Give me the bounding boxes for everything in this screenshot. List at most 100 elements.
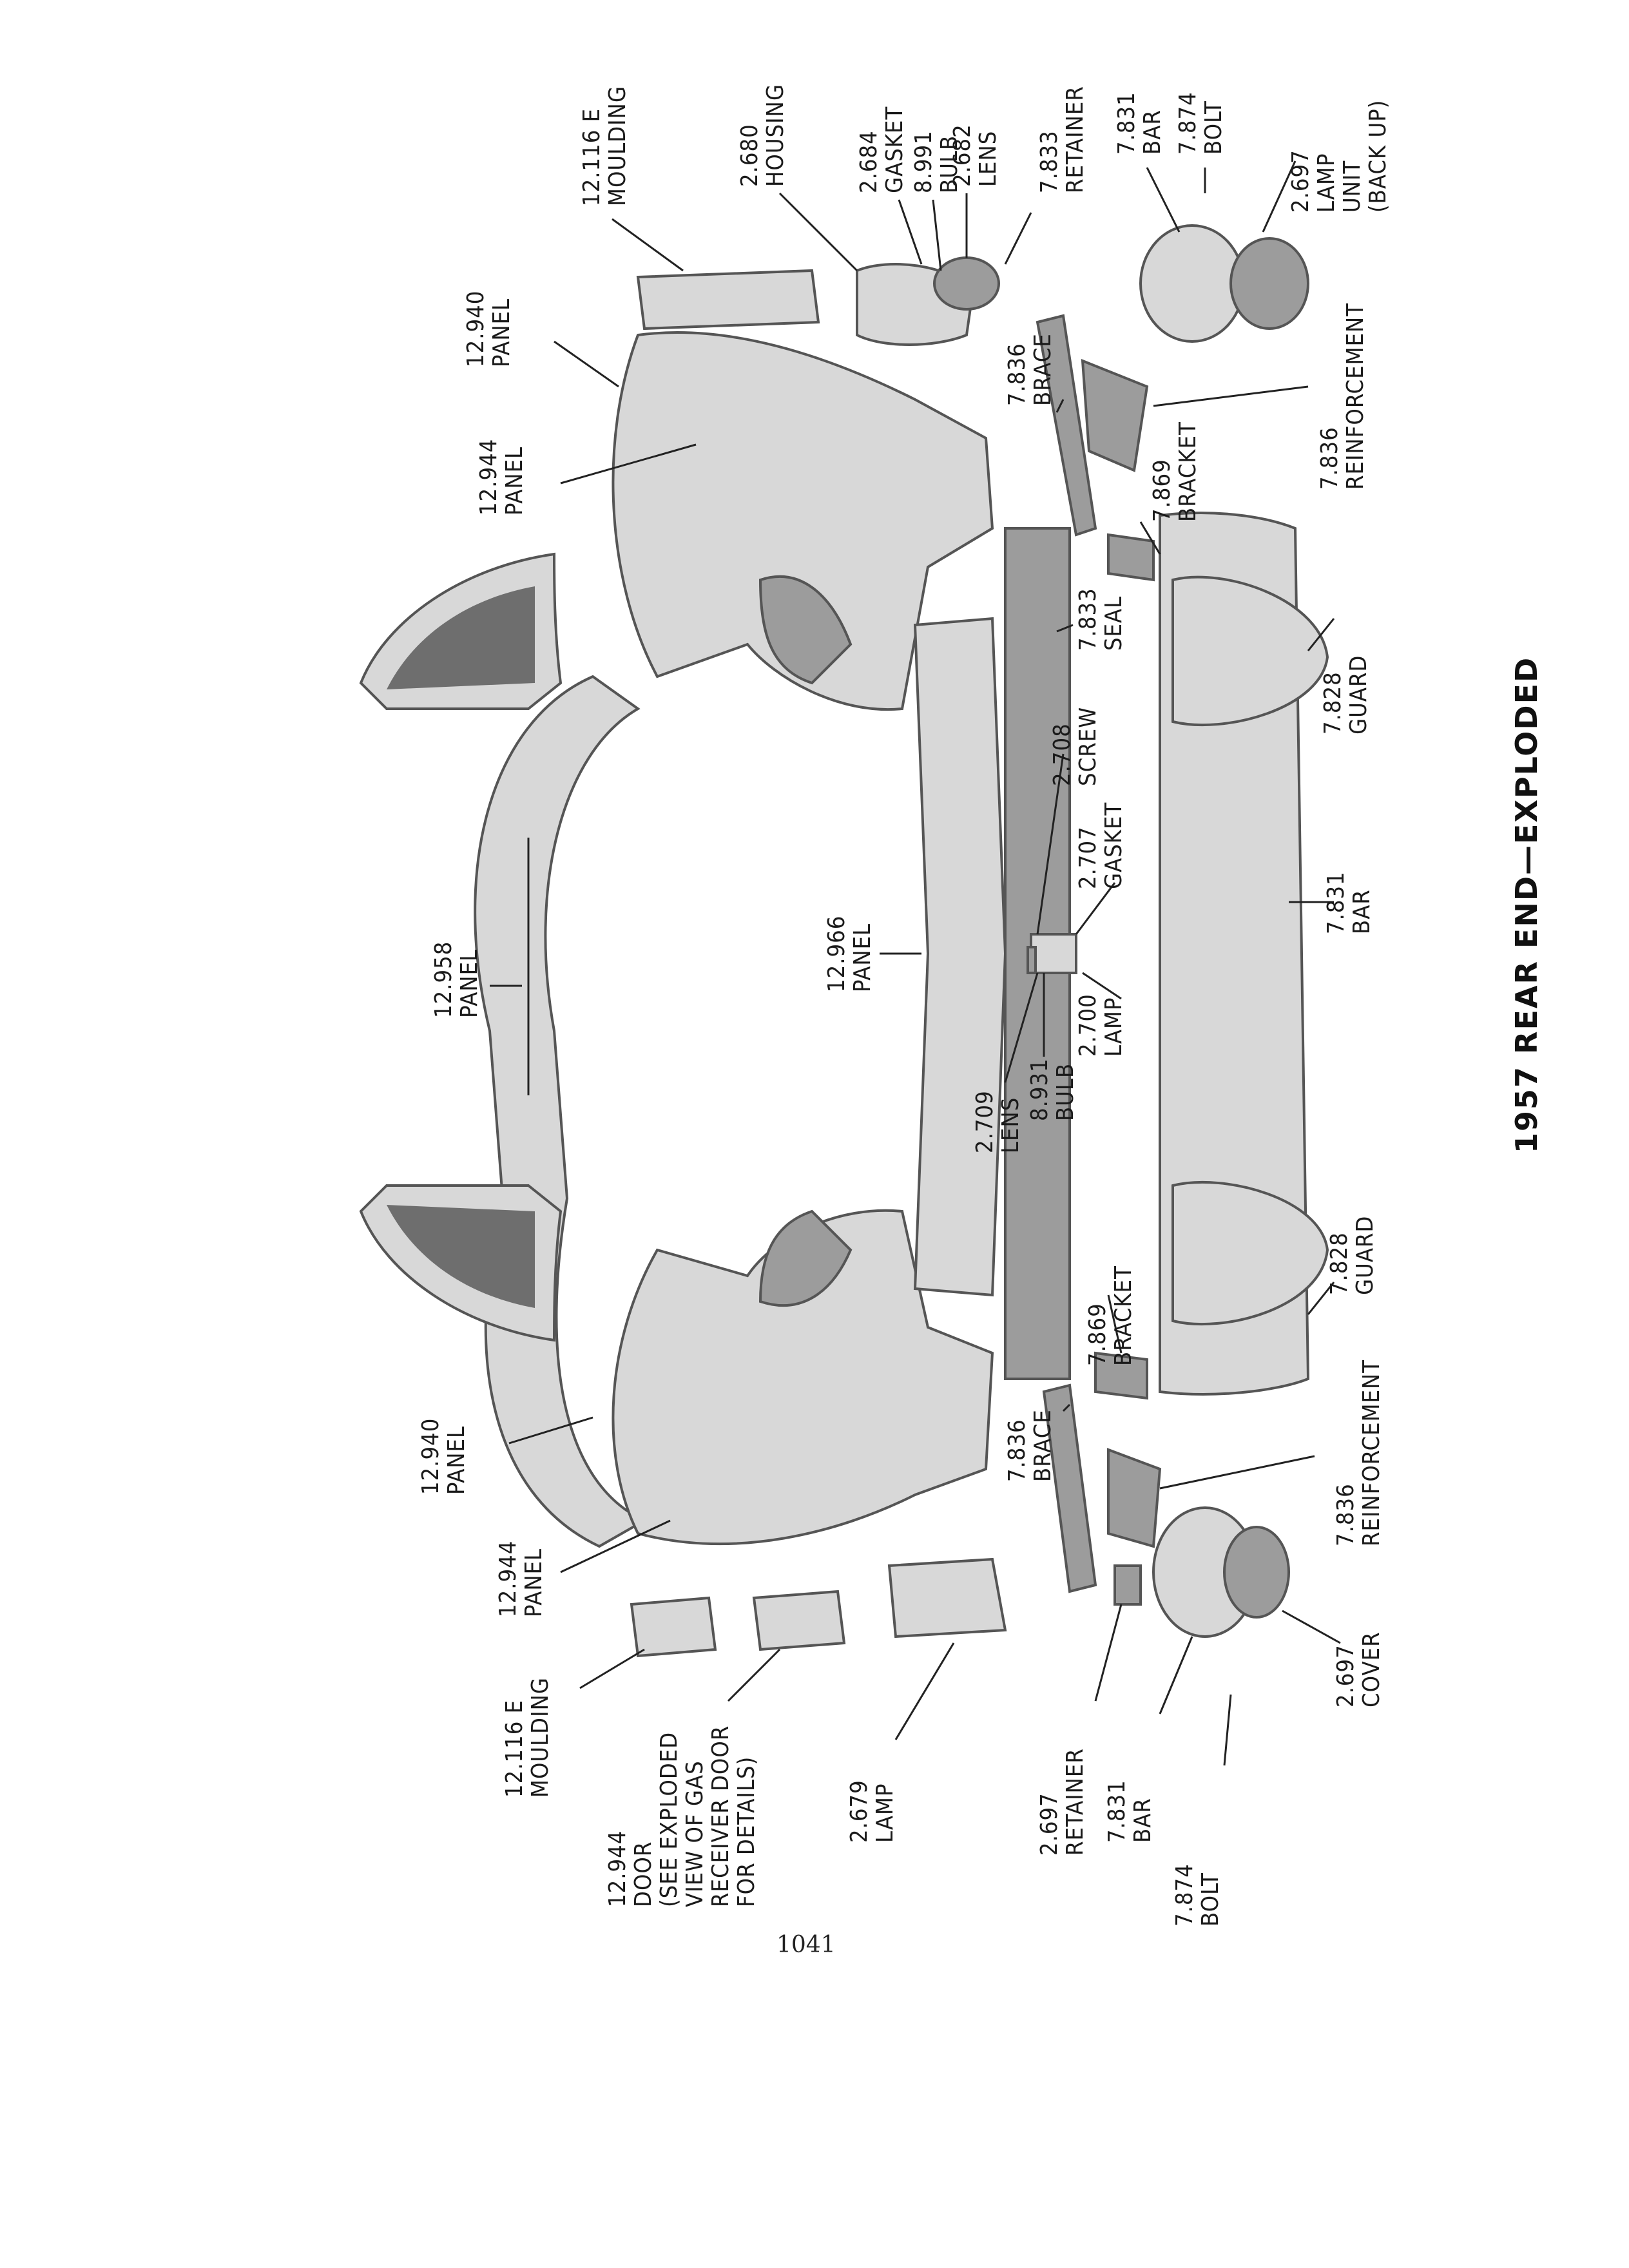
taillamp-lens-upper [933, 256, 1000, 311]
taillamp-lower [887, 1557, 1007, 1639]
deck-lid-lower-panel [913, 617, 1007, 1297]
leader-c18 [1075, 882, 1116, 935]
callout-c01: 12.116 E MOULDING [579, 86, 631, 206]
callout-c05: 2.682 LENS [949, 117, 1001, 187]
callout-c20: 7.831 BAR [1323, 864, 1375, 934]
callout-c25: 7.869 BRACKET [1084, 1265, 1137, 1366]
brace-upper [1036, 314, 1097, 537]
callout-c32: 2.697 COVER [1333, 1631, 1385, 1707]
leader-c16 [1307, 618, 1335, 651]
license-lamp [1030, 933, 1077, 974]
leader-c33 [727, 1648, 781, 1702]
quarter-panel-lower [612, 1209, 994, 1546]
callout-c09: 2.697 LAMP UNIT (BACK UP) [1287, 100, 1391, 213]
callout-c19: 12.966 PANEL [824, 908, 876, 992]
leader-c15 [1056, 624, 1074, 633]
callout-c16: 7.828 GUARD [1320, 655, 1372, 735]
callout-c33: 12.944 DOOR (SEE EXPLODED VIEW OF GAS RE… [604, 1718, 760, 1907]
leader-c26 [1307, 1282, 1335, 1315]
leader-c12 [1153, 385, 1309, 407]
quarter-panel-upper [612, 331, 994, 711]
leader-c10 [554, 340, 619, 388]
callout-c15: 7.833 SEAL [1075, 581, 1127, 651]
leader-c28 [1159, 1455, 1315, 1490]
backup-lamp-bar-upper [1139, 224, 1245, 343]
callout-c37: 7.874 BOLT [1171, 1856, 1224, 1927]
leader-c27 [508, 1416, 593, 1445]
callout-c17: 2.708 SCREW [1049, 707, 1101, 786]
leader-c09 [1262, 160, 1296, 233]
leader-c06 [1004, 212, 1032, 265]
leader-c37 [1223, 1694, 1232, 1766]
leader-c03 [898, 199, 923, 265]
callout-c02: 2.680 HOUSING [737, 84, 789, 187]
brace-lower [1042, 1383, 1097, 1593]
leader-c29 [1062, 1403, 1071, 1412]
moulding-upper [636, 269, 820, 331]
leader-c25 [1107, 1294, 1123, 1354]
part-drawings [359, 224, 1329, 1658]
callout-c35: 2.697 RETAINER [1036, 1748, 1088, 1856]
leader-lines [490, 160, 1341, 1766]
callout-c11: 7.836 BRACE [1004, 333, 1056, 406]
lamp-cover-lower [1223, 1526, 1290, 1619]
callout-c29: 7.836 BRACE [1004, 1409, 1056, 1482]
leader-c04 [932, 199, 942, 271]
page-number: 1041 [776, 1932, 836, 1958]
bracket-lower [1094, 1351, 1148, 1400]
moulding-lower [630, 1596, 717, 1658]
callout-c10: 12.940 PANEL [463, 283, 515, 367]
callout-c06: 7.833 RETAINER [1036, 86, 1088, 193]
retainer-lower [1113, 1564, 1142, 1606]
callout-c12: 7.836 REINFORCEMENT [1316, 303, 1369, 490]
callout-c04: 8.991 BULB [911, 123, 963, 193]
leader-c24 [1004, 972, 1039, 1083]
rear-bumper-bar [1159, 512, 1310, 1396]
reinforcement-lower [1107, 1448, 1162, 1548]
callout-c31: 12.116 E MOULDING [501, 1677, 554, 1798]
bracket-upper [1107, 533, 1155, 582]
license-lamp-lens [1027, 946, 1037, 974]
upper-window-glass [387, 586, 535, 689]
bumper-guard-lower [1171, 1180, 1329, 1326]
leader-c31 [579, 1648, 645, 1689]
callout-c28: 7.836 REINFORCEMENT [1333, 1360, 1385, 1546]
leader-c22 [1082, 972, 1122, 1000]
quarter-panel-lower-recess [758, 1209, 853, 1307]
leader-c07 [1146, 167, 1181, 233]
leader-c34 [894, 1642, 955, 1740]
callout-c14: 7.869 BRACKET [1149, 421, 1201, 522]
diagram-title: 1957 REAR END—EXPLODED [1509, 657, 1544, 1153]
leader-c01 [612, 218, 684, 272]
callout-c13: 12.944 PANEL [476, 431, 528, 515]
quarter-panel-upper-recess [758, 575, 853, 685]
leader-c14 [1139, 521, 1161, 555]
callout-c22: 2.700 LAMP [1075, 986, 1127, 1057]
callout-c24: 2.709 LENS [972, 1083, 1024, 1153]
callout-c26: 7.828 GUARD [1326, 1216, 1378, 1295]
leader-c32 [1282, 1610, 1341, 1644]
callout-c03: 2.684 GASKET [856, 106, 908, 193]
callout-c36: 7.831 BAR [1104, 1773, 1156, 1843]
callout-c27: 12.940 PANEL [418, 1410, 470, 1495]
leader-c13 [560, 443, 697, 485]
backup-lamp-unit [1229, 237, 1309, 330]
gas-receiver-door [752, 1590, 846, 1651]
leader-c17 [1036, 753, 1065, 935]
callout-c34: 2.679 LAMP [846, 1773, 898, 1843]
leader-c11 [1055, 399, 1065, 413]
callout-c18: 2.707 GASKET [1075, 802, 1127, 889]
callout-c30: 12.944 PANEL [495, 1533, 547, 1617]
bumper-guard-upper [1171, 575, 1329, 727]
leader-c36 [1159, 1636, 1193, 1715]
callout-labels: 12.116 E MOULDING 2.680 HOUSING 2.684 GA… [418, 84, 1391, 1927]
callout-c23: 8.931 BULB [1027, 1051, 1079, 1121]
callout-c21: 12.958 PANEL [430, 934, 483, 1018]
leader-c35 [1094, 1604, 1123, 1702]
callout-c08: 7.874 BOLT [1175, 84, 1227, 155]
reinforcement-upper [1081, 358, 1149, 472]
callout-c07: 7.831 BAR [1113, 84, 1166, 155]
lower-window-glass [387, 1205, 535, 1308]
leader-c02 [778, 192, 858, 272]
